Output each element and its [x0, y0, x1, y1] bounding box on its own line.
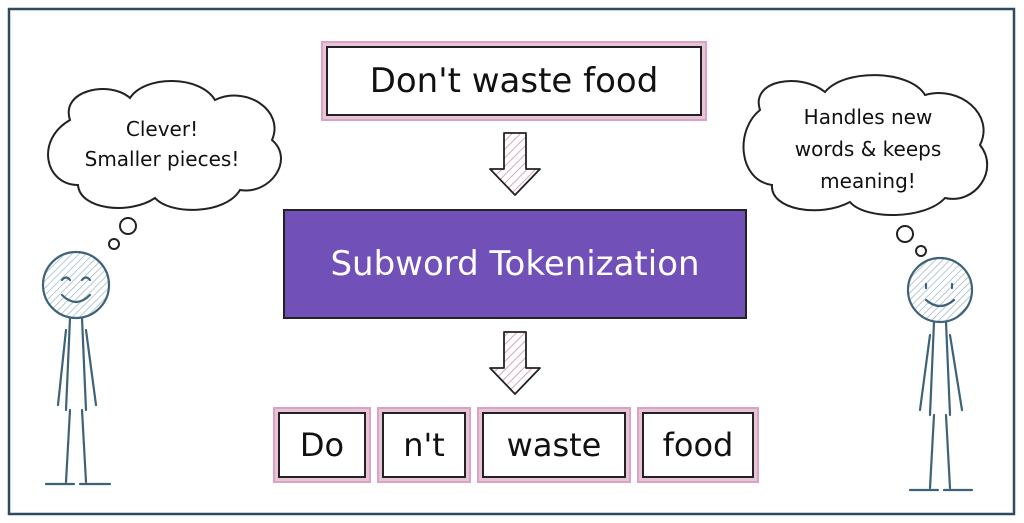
token-box: food	[637, 407, 759, 483]
left-thought-line: Clever!	[126, 117, 198, 141]
down-arrow-icon	[489, 132, 541, 196]
token-box: Do	[273, 407, 371, 483]
subword-tokenization-box: Subword Tokenization	[283, 209, 747, 319]
right-thought-cloud-icon: Handles new words & keeps meaning!	[742, 74, 989, 257]
token-text: food	[663, 426, 734, 464]
token-box: waste	[477, 407, 631, 483]
token-box: n't	[377, 407, 471, 483]
process-label: Subword Tokenization	[330, 244, 699, 284]
down-arrow-icon	[489, 331, 541, 395]
outer-frame	[7, 7, 1016, 516]
left-thought-line: Smaller pieces!	[85, 147, 240, 171]
token-text: waste	[507, 426, 602, 464]
left-thought-cloud-icon: Clever! Smaller pieces!	[47, 80, 282, 250]
right-thought-line: meaning!	[820, 169, 916, 193]
input-text: Don't waste food	[370, 61, 659, 101]
input-box: Don't waste food	[321, 41, 707, 121]
token-text: n't	[403, 426, 445, 464]
left-stick-figure-icon	[41, 250, 112, 486]
right-stick-figure-icon	[906, 256, 974, 492]
right-thought-line: Handles new	[804, 105, 933, 129]
right-thought-line: words & keeps	[795, 137, 941, 161]
token-text: Do	[300, 426, 344, 464]
